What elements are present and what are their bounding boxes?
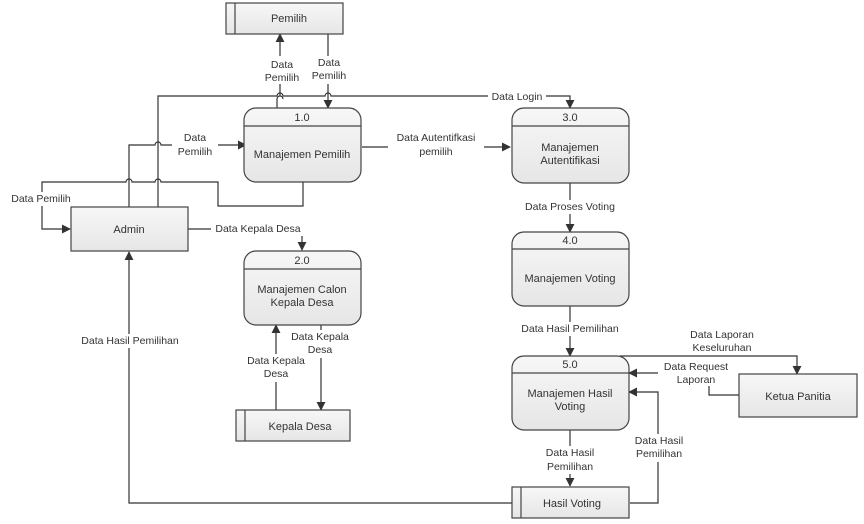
flow-label-f4-line2: Pemilih (178, 146, 213, 158)
flow-label-f2-line1: Data (318, 57, 340, 69)
process-5-name-line2: Voting (555, 401, 586, 413)
data-store-kepala-desa-label: Kepala Desa (269, 421, 333, 433)
entity-ketua-panitia-label: Ketua Panitia (765, 391, 831, 403)
process-2-number: 2.0 (294, 255, 309, 267)
process-3-name-line2: Autentifikasi (540, 155, 599, 167)
flow-label-f8: Data Kepala Desa (286, 330, 354, 358)
flow-label-f11-line1: Data Hasil Pemilihan (521, 323, 619, 335)
flow-label-f14: Data Hasil Pemilihan (538, 446, 602, 474)
flow-label-f9-line2: Desa (264, 368, 289, 380)
flow-label-f13-line2: Laporan (677, 374, 716, 386)
flow-label-f11: Data Hasil Pemilihan (514, 322, 628, 336)
flow-label-f1-line2: Pemilih (265, 72, 300, 84)
flow-label-f15: Data Hasil Pemilihan (628, 434, 690, 462)
process-3-manajemen-autentifikasi[interactable]: 3.0 Manajemen Autentifikasi (511, 107, 630, 184)
data-store-kepala-desa[interactable]: Kepala Desa (235, 409, 351, 442)
flow-label-f3: Data Login (488, 89, 546, 103)
flows-layer (41, 34, 802, 504)
process-1-manajemen-pemilih[interactable]: 1.0 Manajemen Pemilih (243, 107, 362, 183)
flow-label-f13-line1: Data Request (664, 361, 728, 373)
flow-label-f3-line1: Data Login (492, 91, 543, 103)
flow-label-f5: Data Autentifkasi pemilih (388, 131, 484, 159)
flow-line-f6[interactable] (41, 178, 304, 234)
flow-line-f4[interactable] (128, 140, 247, 207)
flow-label-f16: Data Hasil Pemilihan (74, 334, 186, 348)
flow-label-f6: Data Pemilih (6, 192, 76, 206)
flow-label-f2-line2: Pemilih (312, 70, 347, 82)
flow-label-f7-line1: Data Kepala Desa (215, 223, 300, 235)
flow-label-f10: Data Proses Voting (518, 200, 624, 214)
process-5-name-line1: Manajemen Hasil (528, 388, 613, 400)
flow-label-f2: Data Pemilih (308, 56, 350, 84)
flow-label-f5-line1: Data Autentifkasi (397, 132, 476, 144)
flow-label-f8-line2: Desa (308, 344, 333, 356)
flow-label-f4: Data Pemilih (172, 131, 218, 159)
flow-label-f16-line1: Data Hasil Pemilihan (81, 335, 179, 347)
process-3-number: 3.0 (562, 112, 577, 124)
flow-label-f1: Data Pemilih (262, 56, 302, 84)
flow-label-f10-line1: Data Proses Voting (525, 201, 615, 213)
flow-label-f12-line2: Keseluruhan (693, 342, 752, 354)
flow-line-f12[interactable] (620, 355, 802, 375)
flow-label-f6-line1: Data Pemilih (11, 193, 71, 205)
data-store-hasil-voting-label: Hasil Voting (543, 498, 601, 510)
process-1-number: 1.0 (294, 112, 309, 124)
process-5-manajemen-hasil-voting[interactable]: 5.0 Manajemen Hasil Voting (511, 355, 630, 431)
process-2-name-line2: Kepala Desa (271, 297, 335, 309)
entity-admin[interactable]: Admin (70, 206, 189, 252)
flow-line-f3[interactable] (157, 92, 575, 207)
entity-admin-label: Admin (113, 224, 144, 236)
process-3-name-line1: Manajemen (541, 142, 598, 154)
flow-label-f7: Data Kepala Desa (211, 222, 305, 236)
data-store-hasil-voting[interactable]: Hasil Voting (511, 486, 630, 519)
flow-label-f8-line1: Data Kepala (291, 331, 349, 343)
flow-label-f14-line2: Pemilihan (547, 461, 593, 473)
flow-label-f1-line1: Data (271, 59, 293, 71)
data-store-pemilih-label: Pemilih (271, 13, 307, 25)
flow-label-f9: Data Kepala Desa (243, 354, 309, 382)
process-4-name: Manajemen Voting (524, 273, 615, 285)
process-5-number: 5.0 (562, 359, 577, 371)
flow-label-f4-line1: Data (184, 132, 206, 144)
process-4-manajemen-voting[interactable]: 4.0 Manajemen Voting (511, 231, 630, 307)
process-2-name-line1: Manajemen Calon (257, 284, 346, 296)
flow-labels-layer: Data Pemilih Data Pemilih Data Login Dat… (6, 56, 754, 474)
flow-label-f15-line1: Data Hasil (635, 435, 683, 447)
data-store-pemilih[interactable]: Pemilih (225, 2, 344, 35)
flow-label-f5-line2: pemilih (419, 146, 452, 158)
flow-label-f15-line2: Pemilihan (636, 448, 682, 460)
flow-label-f13: Data Request Laporan (658, 360, 736, 386)
flow-label-f12-line1: Data Laporan (690, 329, 754, 341)
entity-ketua-panitia[interactable]: Ketua Panitia (738, 373, 858, 418)
process-4-number: 4.0 (562, 235, 577, 247)
process-1-name: Manajemen Pemilih (254, 149, 351, 161)
flow-label-f14-line1: Data Hasil (546, 447, 594, 459)
flow-label-f9-line1: Data Kepala (247, 355, 305, 367)
process-2-manajemen-calon[interactable]: 2.0 Manajemen Calon Kepala Desa (243, 250, 362, 326)
flow-label-f12: Data Laporan Keseluruhan (690, 329, 754, 354)
